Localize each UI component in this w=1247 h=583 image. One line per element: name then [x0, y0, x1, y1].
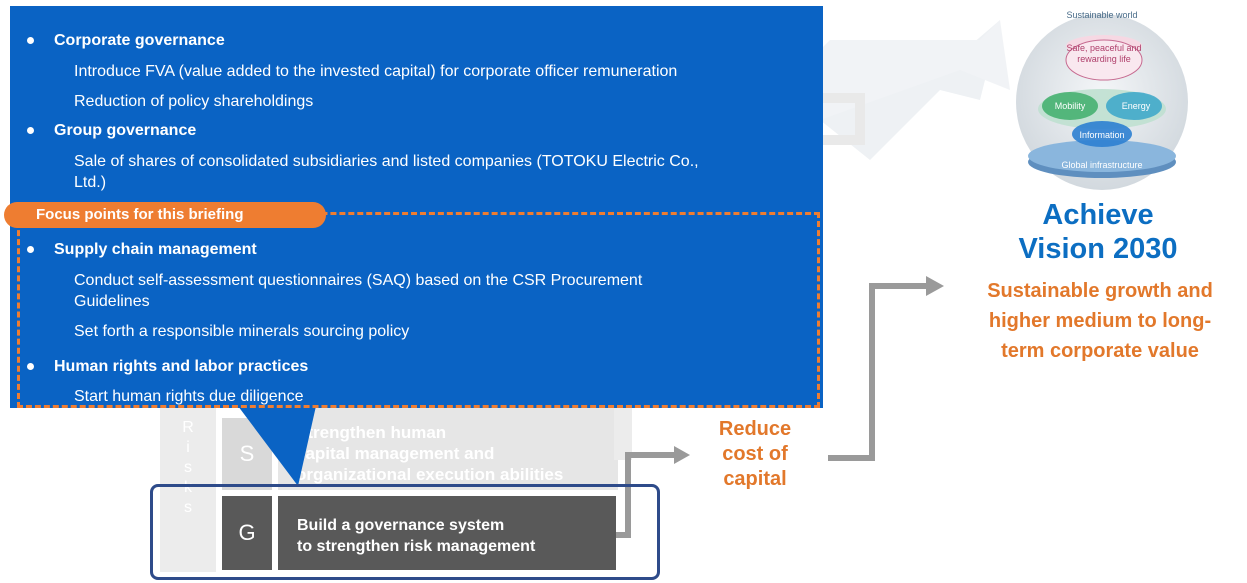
- section-heading-human-rights: Human rights and labor practices: [54, 358, 309, 375]
- vision-globe-illustration: [1016, 14, 1188, 190]
- item-policy-shareholdings: Reduction of policy shareholdings: [74, 93, 314, 110]
- g-letter-box: G: [222, 496, 272, 570]
- section-heading-corporate-governance: Corporate governance: [54, 32, 225, 49]
- bullet: [27, 246, 34, 253]
- item-fva: Introduce FVA (value added to the invest…: [74, 63, 678, 80]
- reduce-cost-of-capital: Reduce cost of capital: [718, 418, 792, 490]
- item-minerals-policy: Set forth a responsible minerals sourcin…: [74, 323, 410, 340]
- vision-top-label: Safe, peaceful and rewarding life: [1066, 43, 1142, 64]
- vision-mobility-label: Mobility: [1054, 101, 1086, 111]
- item-saq-cont: Guidelines: [74, 293, 150, 310]
- sustainable-growth-text: Sustainable growth and higher medium to …: [987, 280, 1213, 362]
- achieve-vision-heading: Achieve Vision 2030: [1018, 199, 1178, 265]
- faded-connector-bar: [614, 400, 632, 460]
- vision-graphic: Sustainable world Safe, peaceful and rew…: [1012, 4, 1192, 194]
- s-text-box: [278, 400, 618, 490]
- vision-title: Sustainable world: [1066, 10, 1138, 20]
- g-text-box: [278, 496, 616, 570]
- section-heading-group-governance: Group governance: [54, 122, 197, 139]
- vision-information-label: Information: [1079, 130, 1125, 140]
- vision-base-label: Global infrastructure: [1061, 160, 1143, 170]
- focus-label: Focus points for this briefing: [4, 202, 326, 228]
- focus-frame: [17, 212, 820, 408]
- bullet: [27, 363, 34, 370]
- item-sale-of-shares: Sale of shares of consolidated subsidiar…: [74, 153, 699, 170]
- bullet: [27, 127, 34, 134]
- item-due-diligence: Start human rights due diligence: [74, 388, 304, 405]
- g-text: Build a governance system to strengthen …: [297, 517, 536, 555]
- bullet: [27, 37, 34, 44]
- s-text: Strengthen human capital management and …: [296, 423, 564, 484]
- item-saq: Conduct self-assessment questionnaires (…: [74, 272, 643, 289]
- item-sale-of-shares-cont: Ltd.): [74, 174, 107, 191]
- vision-energy-label: Energy: [1121, 101, 1151, 111]
- risks-label: R i s k s: [182, 419, 194, 516]
- section-heading-supply-chain: Supply chain management: [54, 241, 257, 258]
- governance-box-frame: [150, 484, 660, 580]
